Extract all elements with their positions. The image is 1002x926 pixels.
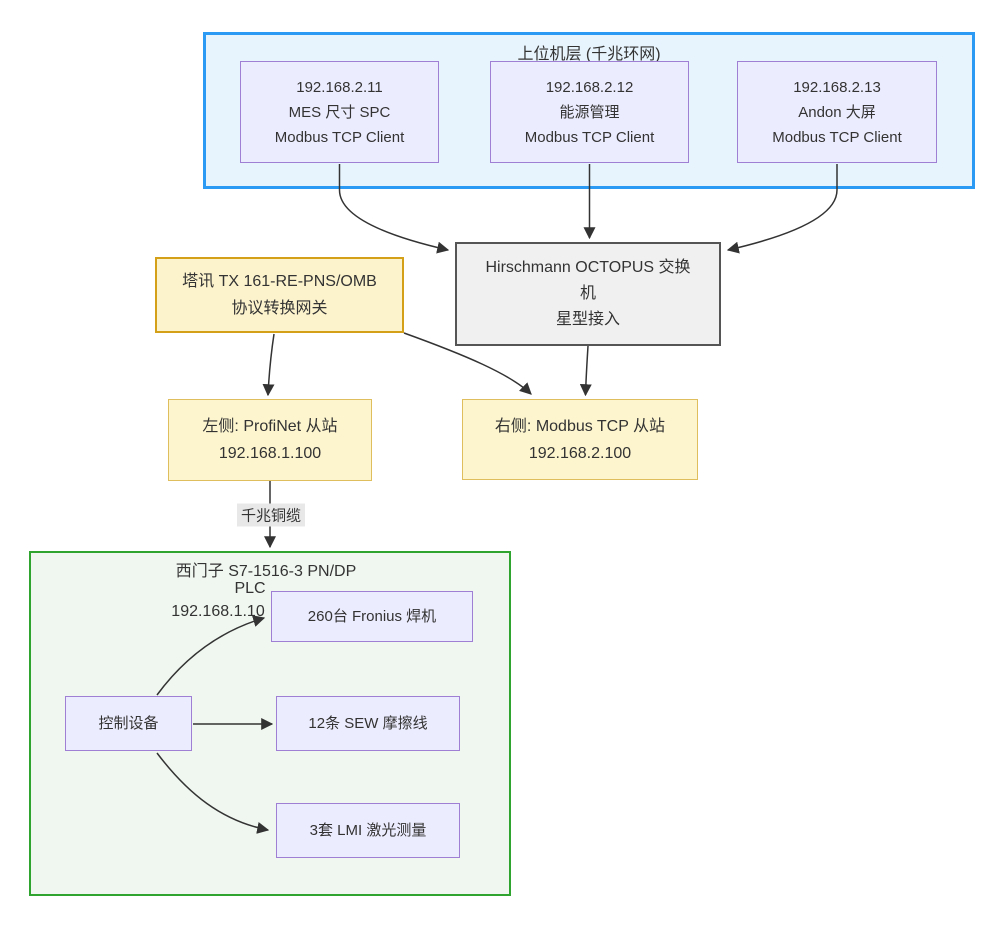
plc-group-title-line1: 西门子 S7-1516-3 PN/DP [175,563,357,580]
node-andon-ip: 192.168.2.13 [793,78,881,96]
node-andon-screen: 192.168.2.13 Andon 大屏 Modbus TCP Client [737,61,937,163]
node-switch: Hirschmann OCTOPUS 交换 机 星型接入 [455,242,721,346]
node-switch-line1: Hirschmann OCTOPUS 交换 [485,259,691,276]
node-energy-ip: 192.168.2.12 [545,78,634,96]
node-lmi-label: 3套 LMI 激光测量 [309,822,427,839]
edge-label-copper-cable: 千兆铜缆 [236,503,306,527]
node-profinet-slave-role: 左侧: ProfiNet 从站 [202,418,338,435]
node-gateway-model: 塔讯 TX 161-RE-PNS/OMB [182,273,377,290]
node-mes-spc-protocol: Modbus TCP Client [274,128,405,146]
node-control-device: 控制设备 [65,696,192,751]
node-mes-spc-name: MES 尺寸 SPC [288,103,391,121]
node-mes-spc-ip: 192.168.2.11 [296,78,383,96]
node-sew-lines: 12条 SEW 摩擦线 [276,696,460,751]
node-gateway-role: 协议转换网关 [231,300,328,317]
node-modbus-slave-role: 右侧: Modbus TCP 从站 [494,417,666,435]
node-fronius-welders: 260台 Fronius 焊机 [271,591,473,642]
node-control-label: 控制设备 [98,715,159,732]
node-modbus-slave-ip: 192.168.2.100 [528,444,632,462]
node-andon-name: Andon 大屏 [798,103,876,121]
edge-gateway-to-profinet-slave [262,333,275,397]
node-gateway: 塔讯 TX 161-RE-PNS/OMB 协议转换网关 [155,257,404,333]
node-switch-line2: 机 [579,285,596,302]
host-layer-title: 上位机层 (千兆环网) [517,46,661,63]
node-switch-line3: 星型接入 [555,311,620,328]
node-energy-mgmt: 192.168.2.12 能源管理 Modbus TCP Client [490,61,689,163]
plc-group-title-line2: PLC [234,580,266,597]
node-mes-spc: 192.168.2.11 MES 尺寸 SPC Modbus TCP Clien… [240,61,439,163]
node-sew-label: 12条 SEW 摩擦线 [308,715,428,732]
node-profinet-slave-ip: 192.168.1.100 [218,445,322,462]
node-energy-protocol: Modbus TCP Client [524,128,655,146]
node-profinet-slave: 左侧: ProfiNet 从站 192.168.1.100 [168,399,372,481]
plc-group-title-line3: 192.168.1.10 [171,603,265,620]
node-fronius-label: 260台 Fronius 焊机 [307,608,437,625]
node-modbus-slave: 右侧: Modbus TCP 从站 192.168.2.100 [462,399,698,480]
edge-switch-to-modbus-slave [579,345,592,397]
node-energy-name: 能源管理 [559,103,620,121]
node-lmi-laser: 3套 LMI 激光测量 [276,803,460,858]
node-andon-protocol: Modbus TCP Client [772,128,902,146]
